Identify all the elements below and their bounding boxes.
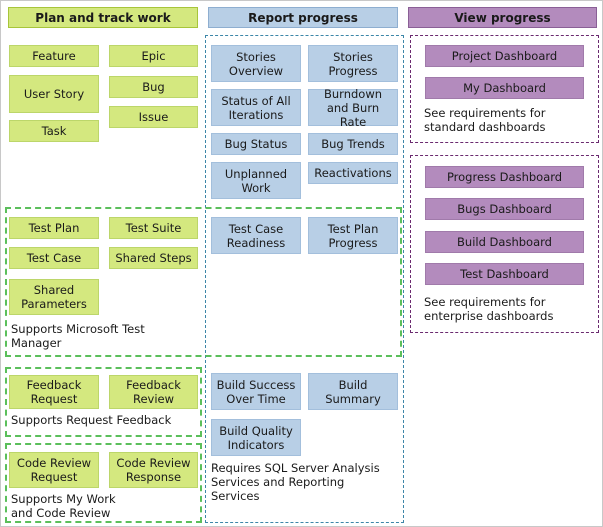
code-review-response-box[interactable]: Code Review Response <box>109 452 198 488</box>
bug-status-box[interactable]: Bug Status <box>211 133 301 155</box>
build-summary-box[interactable]: Build Summary <box>308 373 398 410</box>
progress-dashboard-box[interactable]: Progress Dashboard <box>425 166 584 188</box>
task-box[interactable]: Task <box>9 120 99 142</box>
plan-column-header: Plan and track work <box>8 7 198 28</box>
user-story-box[interactable]: User Story <box>9 75 99 113</box>
report-region <box>205 35 404 523</box>
unplanned-work-box[interactable]: Unplanned Work <box>211 162 301 199</box>
feature-box[interactable]: Feature <box>9 45 99 67</box>
shared-parameters-box[interactable]: Shared Parameters <box>9 279 99 315</box>
project-dashboard-box[interactable]: Project Dashboard <box>425 45 584 67</box>
report-column-header: Report progress <box>208 7 398 28</box>
test-dashboard-box[interactable]: Test Dashboard <box>425 263 584 285</box>
standard-dashboards-region <box>410 35 599 143</box>
view-column-header: View progress <box>408 7 597 28</box>
bugs-dashboard-box[interactable]: Bugs Dashboard <box>425 198 584 220</box>
report-requirements-note: Requires SQL Server Analysis Services an… <box>211 461 380 503</box>
issue-box[interactable]: Issue <box>109 106 198 128</box>
feedback-region <box>5 367 202 437</box>
build-dashboard-box[interactable]: Build Dashboard <box>425 231 584 253</box>
test-management-region <box>5 207 402 357</box>
feedback-note: Supports Request Feedback <box>11 413 172 427</box>
test-case-readiness-box[interactable]: Test Case Readiness <box>211 217 301 254</box>
bug-box[interactable]: Bug <box>109 76 198 98</box>
epic-box[interactable]: Epic <box>109 45 198 67</box>
code-review-request-box[interactable]: Code Review Request <box>9 452 99 488</box>
test-plan-progress-box[interactable]: Test Plan Progress <box>308 217 398 254</box>
bug-trends-box[interactable]: Bug Trends <box>308 133 398 155</box>
code-review-note: Supports My Work and Code Review <box>11 492 116 520</box>
build-success-box[interactable]: Build Success Over Time <box>211 373 301 410</box>
test-management-note: Supports Microsoft Test Manager <box>11 322 145 350</box>
code-review-region <box>5 443 202 523</box>
my-dashboard-box[interactable]: My Dashboard <box>425 77 584 99</box>
test-suite-box[interactable]: Test Suite <box>109 217 198 239</box>
stories-progress-box[interactable]: Stories Progress <box>308 45 398 82</box>
status-all-iterations-box[interactable]: Status of All Iterations <box>211 89 301 126</box>
test-plan-box[interactable]: Test Plan <box>9 217 99 239</box>
burndown-box[interactable]: Burndown and Burn Rate <box>308 87 398 129</box>
stories-overview-box[interactable]: Stories Overview <box>211 45 301 82</box>
enterprise-dashboards-note: See requirements for enterprise dashboar… <box>424 295 554 323</box>
standard-dashboards-note: See requirements for standard dashboards <box>424 106 546 134</box>
build-quality-box[interactable]: Build Quality Indicators <box>211 419 301 456</box>
feedback-request-box[interactable]: Feedback Request <box>9 375 99 409</box>
feedback-review-box[interactable]: Feedback Review <box>109 375 198 409</box>
enterprise-dashboards-region <box>410 155 599 333</box>
test-case-box[interactable]: Test Case <box>9 247 99 269</box>
reactivations-box[interactable]: Reactivations <box>308 162 398 184</box>
shared-steps-box[interactable]: Shared Steps <box>109 247 198 269</box>
